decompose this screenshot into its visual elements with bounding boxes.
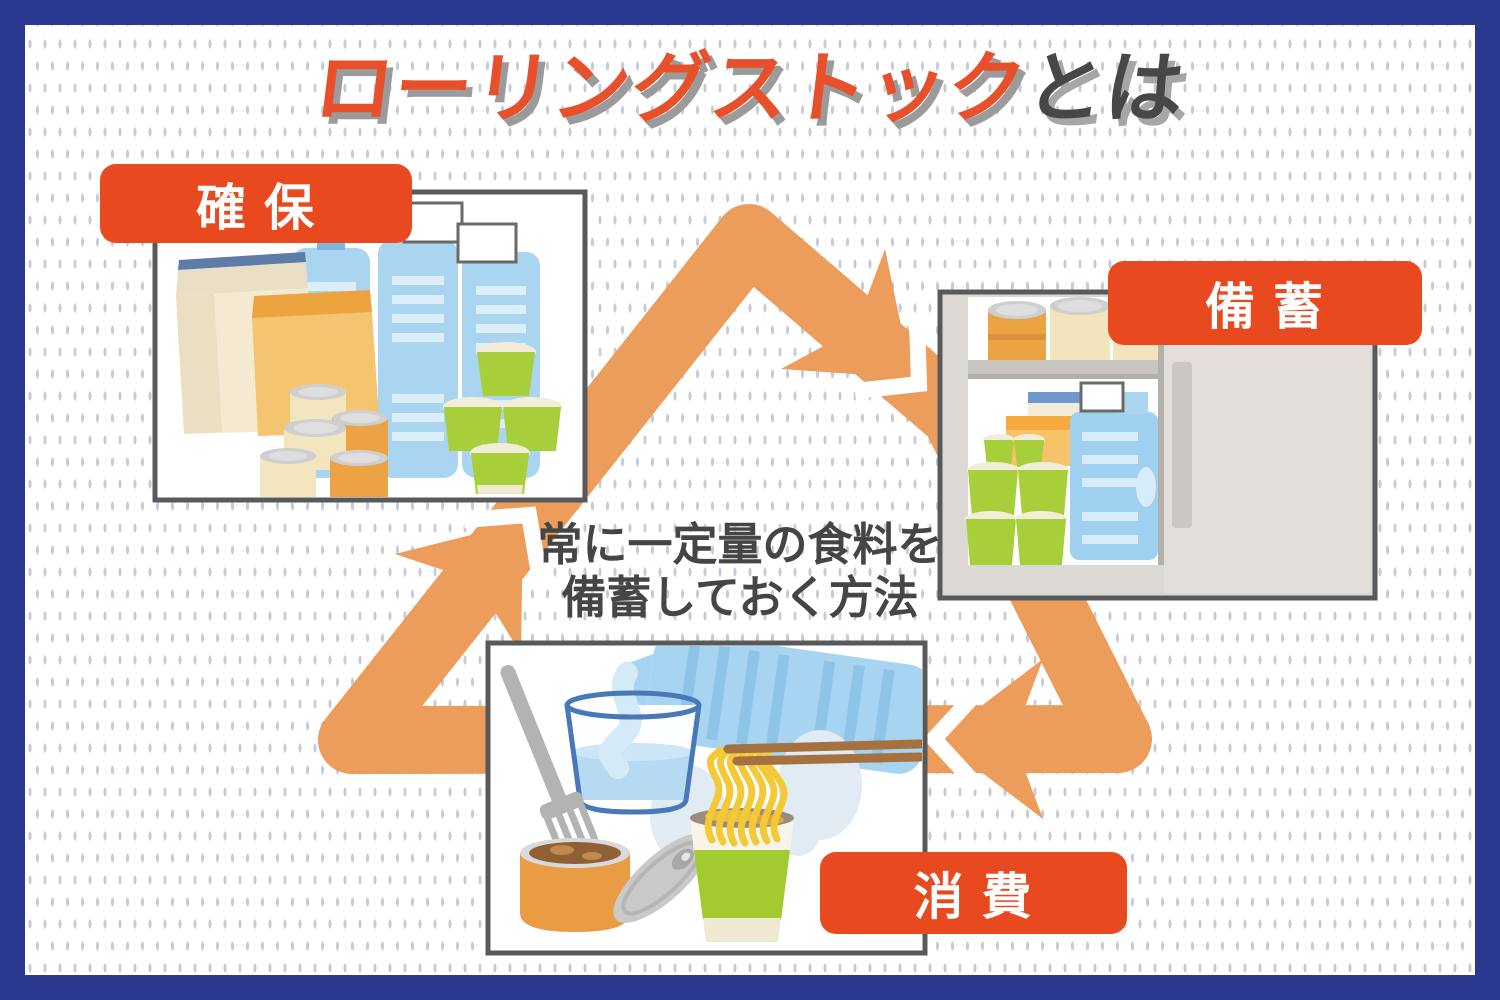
noodles-icon — [704, 746, 788, 847]
cup-noodles-stack-icon — [443, 342, 562, 494]
chopsticks-icon — [723, 739, 922, 766]
arrow-gap-top-right — [854, 318, 928, 399]
arrowhead-to-secure-icon — [395, 522, 523, 654]
title-main: ローリングストック — [310, 44, 1033, 132]
can-lid-icon — [613, 833, 711, 923]
arrowhead-to-consume-icon — [938, 659, 1043, 819]
cupboard-door — [1164, 297, 1370, 593]
title-suffix: とは — [1021, 44, 1191, 132]
door-divider — [1158, 297, 1164, 565]
center-note: 常に一定量の食料を 備蓄しておく方法 — [460, 518, 1020, 624]
fork-icon — [500, 665, 599, 856]
canned-food-icon — [260, 384, 388, 497]
arrow-gap-bottom — [923, 685, 984, 793]
arrowhead-to-stockpile-icon — [781, 249, 912, 378]
label-stockpile: 備 蓄 — [1108, 261, 1422, 345]
open-can-icon — [520, 838, 630, 932]
page-title: ローリングストックとは — [0, 44, 1500, 132]
label-secure: 確 保 — [100, 164, 412, 243]
water-glass-icon — [564, 662, 702, 815]
arrow-gap-top-left — [463, 506, 548, 582]
label-consume: 消 費 — [820, 852, 1127, 934]
panel-consume — [485, 640, 928, 956]
door-handle-icon — [1172, 362, 1192, 528]
shelf-board-shadow — [968, 374, 1160, 379]
shelf-board — [968, 360, 1160, 374]
stockpile-supplies-icon — [965, 381, 1158, 565]
paper-bag-orange-icon — [252, 290, 380, 436]
center-note-line2: 備蓄しておく方法 — [561, 572, 919, 624]
center-note-line1: 常に一定量の食料を — [537, 519, 943, 570]
